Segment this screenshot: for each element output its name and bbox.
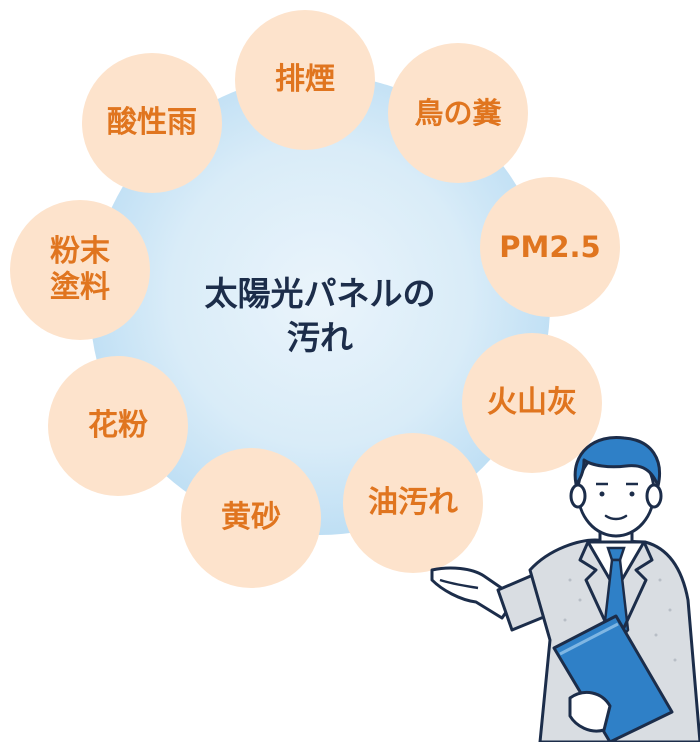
bubble-label: 粉末 塗料 — [50, 234, 110, 305]
bubble-oil-stains: 油汚れ — [343, 433, 483, 573]
bubble-yellow-sand: 黄砂 — [181, 448, 321, 588]
bubble-bird-droppings: 鳥の糞 — [388, 43, 528, 183]
bubble-pollen: 花粉 — [48, 356, 188, 496]
bubble-label: 火山灰 — [487, 385, 577, 420]
bubble-exhaust-smoke: 排煙 — [235, 10, 375, 150]
bubble-acid-rain: 酸性雨 — [82, 53, 222, 193]
bubble-label: PM2.5 — [499, 230, 601, 264]
bubble-volcanic-ash: 火山灰 — [462, 333, 602, 473]
bubble-label: 花粉 — [88, 408, 148, 443]
pointing-hand-icon — [430, 566, 518, 620]
bubble-label: 油汚れ — [368, 485, 458, 520]
center-title: 太陽光パネルの 汚れ — [204, 274, 436, 357]
bubble-label: 黄砂 — [221, 500, 281, 535]
bubble-label: 鳥の糞 — [414, 96, 502, 130]
bubble-label: 排煙 — [275, 62, 335, 97]
bubble-label: 酸性雨 — [107, 105, 197, 140]
businessman-pointing-illustration — [430, 435, 700, 742]
bubble-powder-paint: 粉末 塗料 — [10, 200, 150, 340]
bubble-pm25: PM2.5 — [480, 177, 620, 317]
